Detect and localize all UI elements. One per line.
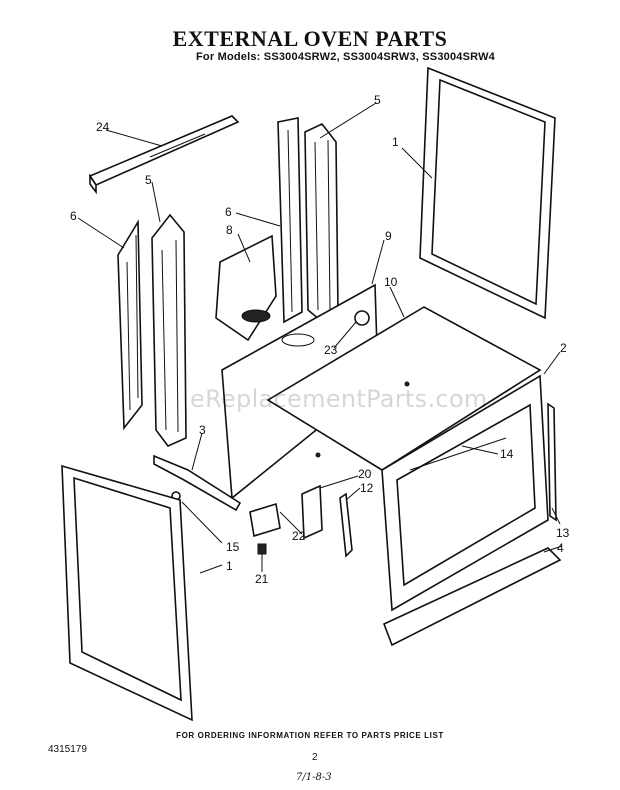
part-5-left-side-rail: [151, 213, 187, 447]
callout-3: 3: [199, 423, 206, 437]
part-10-cooktop-base: [266, 306, 542, 471]
part-3-bracket: [153, 454, 242, 512]
callout-2: 2: [560, 341, 567, 355]
part-1-lower-frame: [61, 464, 193, 722]
callout-10: 10: [384, 275, 398, 289]
callout-1-upper: 1: [392, 135, 399, 149]
callout-13: 13: [556, 526, 570, 540]
part-14-front-frame: [381, 374, 549, 612]
callout-20: 20: [358, 467, 372, 481]
callout-1-lower: 1: [226, 559, 233, 573]
part-13-side-strip: [547, 402, 557, 522]
handwritten-note: 7/1-8-3: [296, 772, 332, 783]
callout-14: 14: [500, 447, 514, 461]
model-list: For Models: SS3004SRW2, SS3004SRW3, SS30…: [196, 51, 495, 63]
callout-24: 24: [96, 120, 110, 134]
callout-5-left: 5: [145, 173, 152, 187]
small-hardware-parts: [171, 484, 353, 558]
page-number: 2: [312, 752, 318, 763]
callout-5-right: 5: [374, 93, 381, 107]
document-number: 4315179: [48, 744, 87, 755]
callout-22: 22: [292, 529, 306, 543]
part-24-top-trim: [88, 115, 240, 195]
callout-8: 8: [226, 223, 233, 237]
callout-4: 4: [557, 541, 564, 555]
callout-21: 21: [255, 572, 269, 586]
page-title: EXTERNAL OVEN PARTS: [172, 26, 448, 51]
part-5-right-side-rail: [304, 123, 339, 321]
part-1-upper-frame: [419, 66, 556, 320]
part-8-vent-duct: [215, 234, 277, 342]
callout-6-left: 6: [70, 209, 77, 223]
callout-leaders: [77, 102, 563, 574]
callout-6-center: 6: [225, 205, 232, 219]
callout-9: 9: [385, 229, 392, 243]
part-6-left-side-panel: [117, 219, 143, 431]
watermark: eReplacementParts.com: [190, 385, 488, 413]
callout-12: 12: [360, 481, 374, 495]
callout-15: 15: [226, 540, 240, 554]
part-6-center-side-panel: [277, 117, 303, 324]
callout-23: 23: [324, 343, 338, 357]
ordering-note: FOR ORDERING INFORMATION REFER TO PARTS …: [176, 731, 444, 740]
part-4-kick-plate: [382, 547, 562, 647]
